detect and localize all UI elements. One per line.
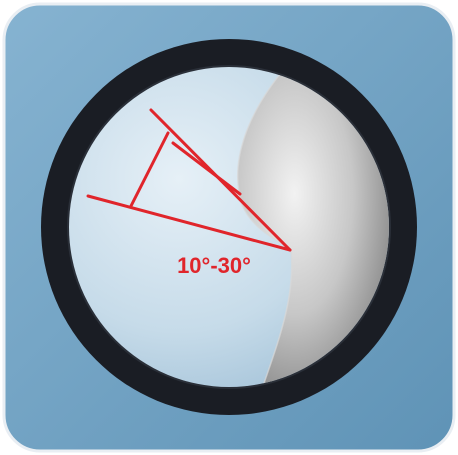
angle-label: 10°-30° [177, 253, 251, 278]
